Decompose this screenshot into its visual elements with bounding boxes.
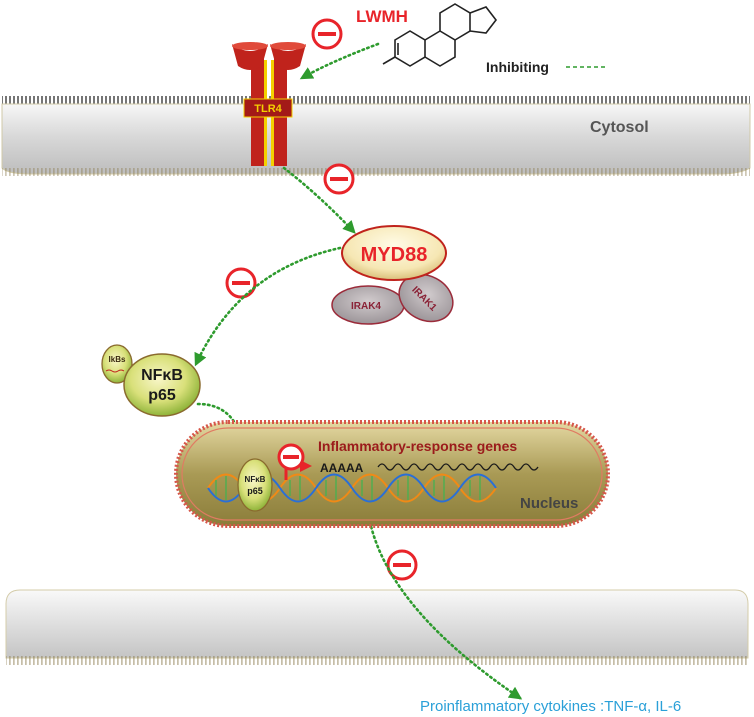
- inhibit-icon: [225, 267, 257, 299]
- legend-inhibiting-label: Inhibiting: [486, 59, 549, 75]
- genes-label: Inflammatory-response genes: [318, 438, 517, 454]
- top-membrane: [1, 96, 751, 176]
- inhibit-icon: [386, 549, 418, 581]
- inhibit-icon: [311, 18, 343, 50]
- mrna-label: AAAAA: [320, 461, 364, 475]
- cytokines-output-label: Proinflammatory cytokines :TNF-α, IL-6: [420, 698, 681, 715]
- arrow-tlr4-to-myd88: [282, 166, 356, 234]
- tlr4-label: TLR4: [254, 103, 282, 115]
- nfkb-bound: [237, 458, 273, 512]
- myd88-label: MYD88: [361, 244, 428, 266]
- cytosol-label: Cytosol: [590, 119, 649, 136]
- arrow-lwmh-to-tlr4: [299, 42, 380, 80]
- bottom-membrane: [5, 589, 749, 665]
- nfkb-label: NFκB: [141, 367, 183, 384]
- ikbs-label: IkBs: [109, 355, 126, 364]
- nucleus-label: Nucleus: [520, 495, 578, 512]
- inhibit-icon: [277, 443, 305, 471]
- myd88-complex: [331, 225, 454, 325]
- lwmh-molecule-icon: [382, 3, 498, 67]
- nfkb-complex: [101, 344, 201, 417]
- arrow-myd88-to-nfkb: [194, 246, 342, 367]
- mrna-strand: [377, 463, 539, 471]
- lwmh-label: LWMH: [356, 7, 408, 26]
- p65-label: p65: [148, 387, 176, 404]
- irak4-label: IRAK4: [351, 301, 381, 312]
- nfkb-bound-label: NFκB: [245, 475, 266, 484]
- p65-bound-label: p65: [247, 486, 263, 496]
- arrow-nucleus-to-cytokines: [368, 520, 523, 700]
- tlr4-receptor: [232, 42, 306, 166]
- inhibit-icon: [323, 163, 355, 195]
